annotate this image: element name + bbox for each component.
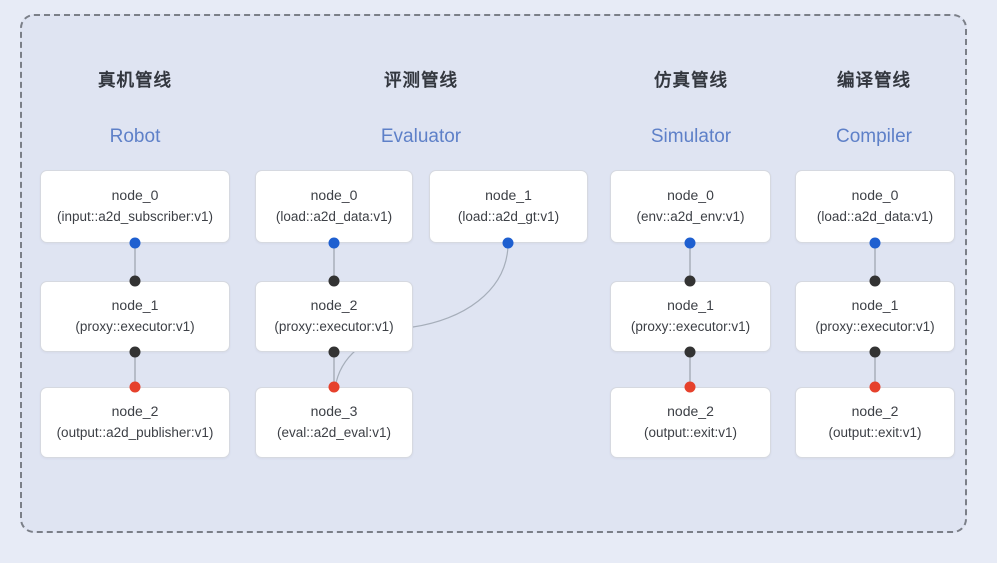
port-dot-black (684, 275, 696, 287)
node-box-sim-2: node_2 (output::exit:v1) (610, 387, 771, 458)
header-en-simulator: Simulator (650, 126, 732, 147)
port-dot-black (869, 346, 881, 358)
node-box-eval-1: node_1 (load::a2d_gt:v1) (429, 170, 588, 243)
node-label: node_1 (851, 297, 899, 314)
node-box-comp-0: node_0 (load::a2d_data:v1) (795, 170, 955, 243)
header-zh-simulator: 仿真管线 (654, 70, 728, 90)
node-detail: (output::exit:v1) (828, 425, 922, 441)
node-detail: (eval::a2d_eval:v1) (276, 425, 392, 441)
node-label: node_1 (111, 297, 159, 314)
port-dot-black (684, 346, 696, 358)
port-dot-blue (869, 237, 881, 249)
port-dot-black (129, 275, 141, 287)
node-detail: (output::a2d_publisher:v1) (56, 425, 214, 441)
node-label: node_0 (667, 187, 714, 204)
node-detail: (input::a2d_subscriber:v1) (56, 209, 214, 225)
node-detail: (proxy::executor:v1) (75, 319, 195, 335)
node-detail: (load::a2d_data:v1) (816, 209, 934, 225)
node-label: node_2 (310, 297, 358, 314)
node-label: node_0 (851, 187, 899, 204)
node-box-sim-1: node_1 (proxy::executor:v1) (610, 281, 771, 352)
node-label: node_3 (310, 403, 358, 420)
node-label: node_1 (485, 187, 532, 204)
node-detail: (env::a2d_env:v1) (636, 209, 745, 225)
node-box-sim-0: node_0 (env::a2d_env:v1) (610, 170, 771, 243)
port-dot-red (869, 381, 881, 393)
node-box-robot-0: node_0 (input::a2d_subscriber:v1) (40, 170, 230, 243)
node-box-robot-2: node_2 (output::a2d_publisher:v1) (40, 387, 230, 458)
header-zh-evaluator: 评测管线 (384, 70, 458, 90)
port-dot-red (684, 381, 696, 393)
node-label: node_0 (310, 187, 358, 204)
port-dot-black (869, 275, 881, 287)
node-detail: (load::a2d_gt:v1) (457, 209, 560, 225)
port-dot-black (129, 346, 141, 358)
port-dot-blue (328, 237, 340, 249)
node-box-comp-2: node_2 (output::exit:v1) (795, 387, 955, 458)
header-en-robot: Robot (109, 126, 161, 147)
node-detail: (proxy::executor:v1) (274, 319, 394, 335)
node-box-eval-0: node_0 (load::a2d_data:v1) (255, 170, 413, 243)
port-dot-black (328, 346, 340, 358)
node-box-eval-3: node_3 (eval::a2d_eval:v1) (255, 387, 413, 458)
node-box-robot-1: node_1 (proxy::executor:v1) (40, 281, 230, 352)
node-label: node_2 (667, 403, 714, 420)
node-label: node_2 (851, 403, 899, 420)
port-dot-blue (502, 237, 514, 249)
node-label: node_2 (111, 403, 159, 420)
port-dot-red (129, 381, 141, 393)
node-detail: (load::a2d_data:v1) (275, 209, 393, 225)
node-detail: (proxy::executor:v1) (630, 319, 751, 335)
node-box-comp-1: node_1 (proxy::executor:v1) (795, 281, 955, 352)
port-dot-black (328, 275, 340, 287)
node-box-eval-2: node_2 (proxy::executor:v1) (255, 281, 413, 352)
port-dot-blue (684, 237, 696, 249)
node-label: node_1 (667, 297, 714, 314)
edge-eval-1-3-curve (335, 245, 509, 384)
header-en-compiler: Compiler (835, 126, 913, 147)
header-en-evaluator: Evaluator (380, 126, 462, 147)
port-dot-red (328, 381, 340, 393)
node-detail: (output::exit:v1) (643, 425, 738, 441)
port-dot-blue (129, 237, 141, 249)
header-zh-compiler: 编译管线 (837, 70, 911, 90)
node-label: node_0 (111, 187, 159, 204)
header-zh-robot: 真机管线 (98, 70, 172, 90)
node-detail: (proxy::executor:v1) (815, 319, 935, 335)
